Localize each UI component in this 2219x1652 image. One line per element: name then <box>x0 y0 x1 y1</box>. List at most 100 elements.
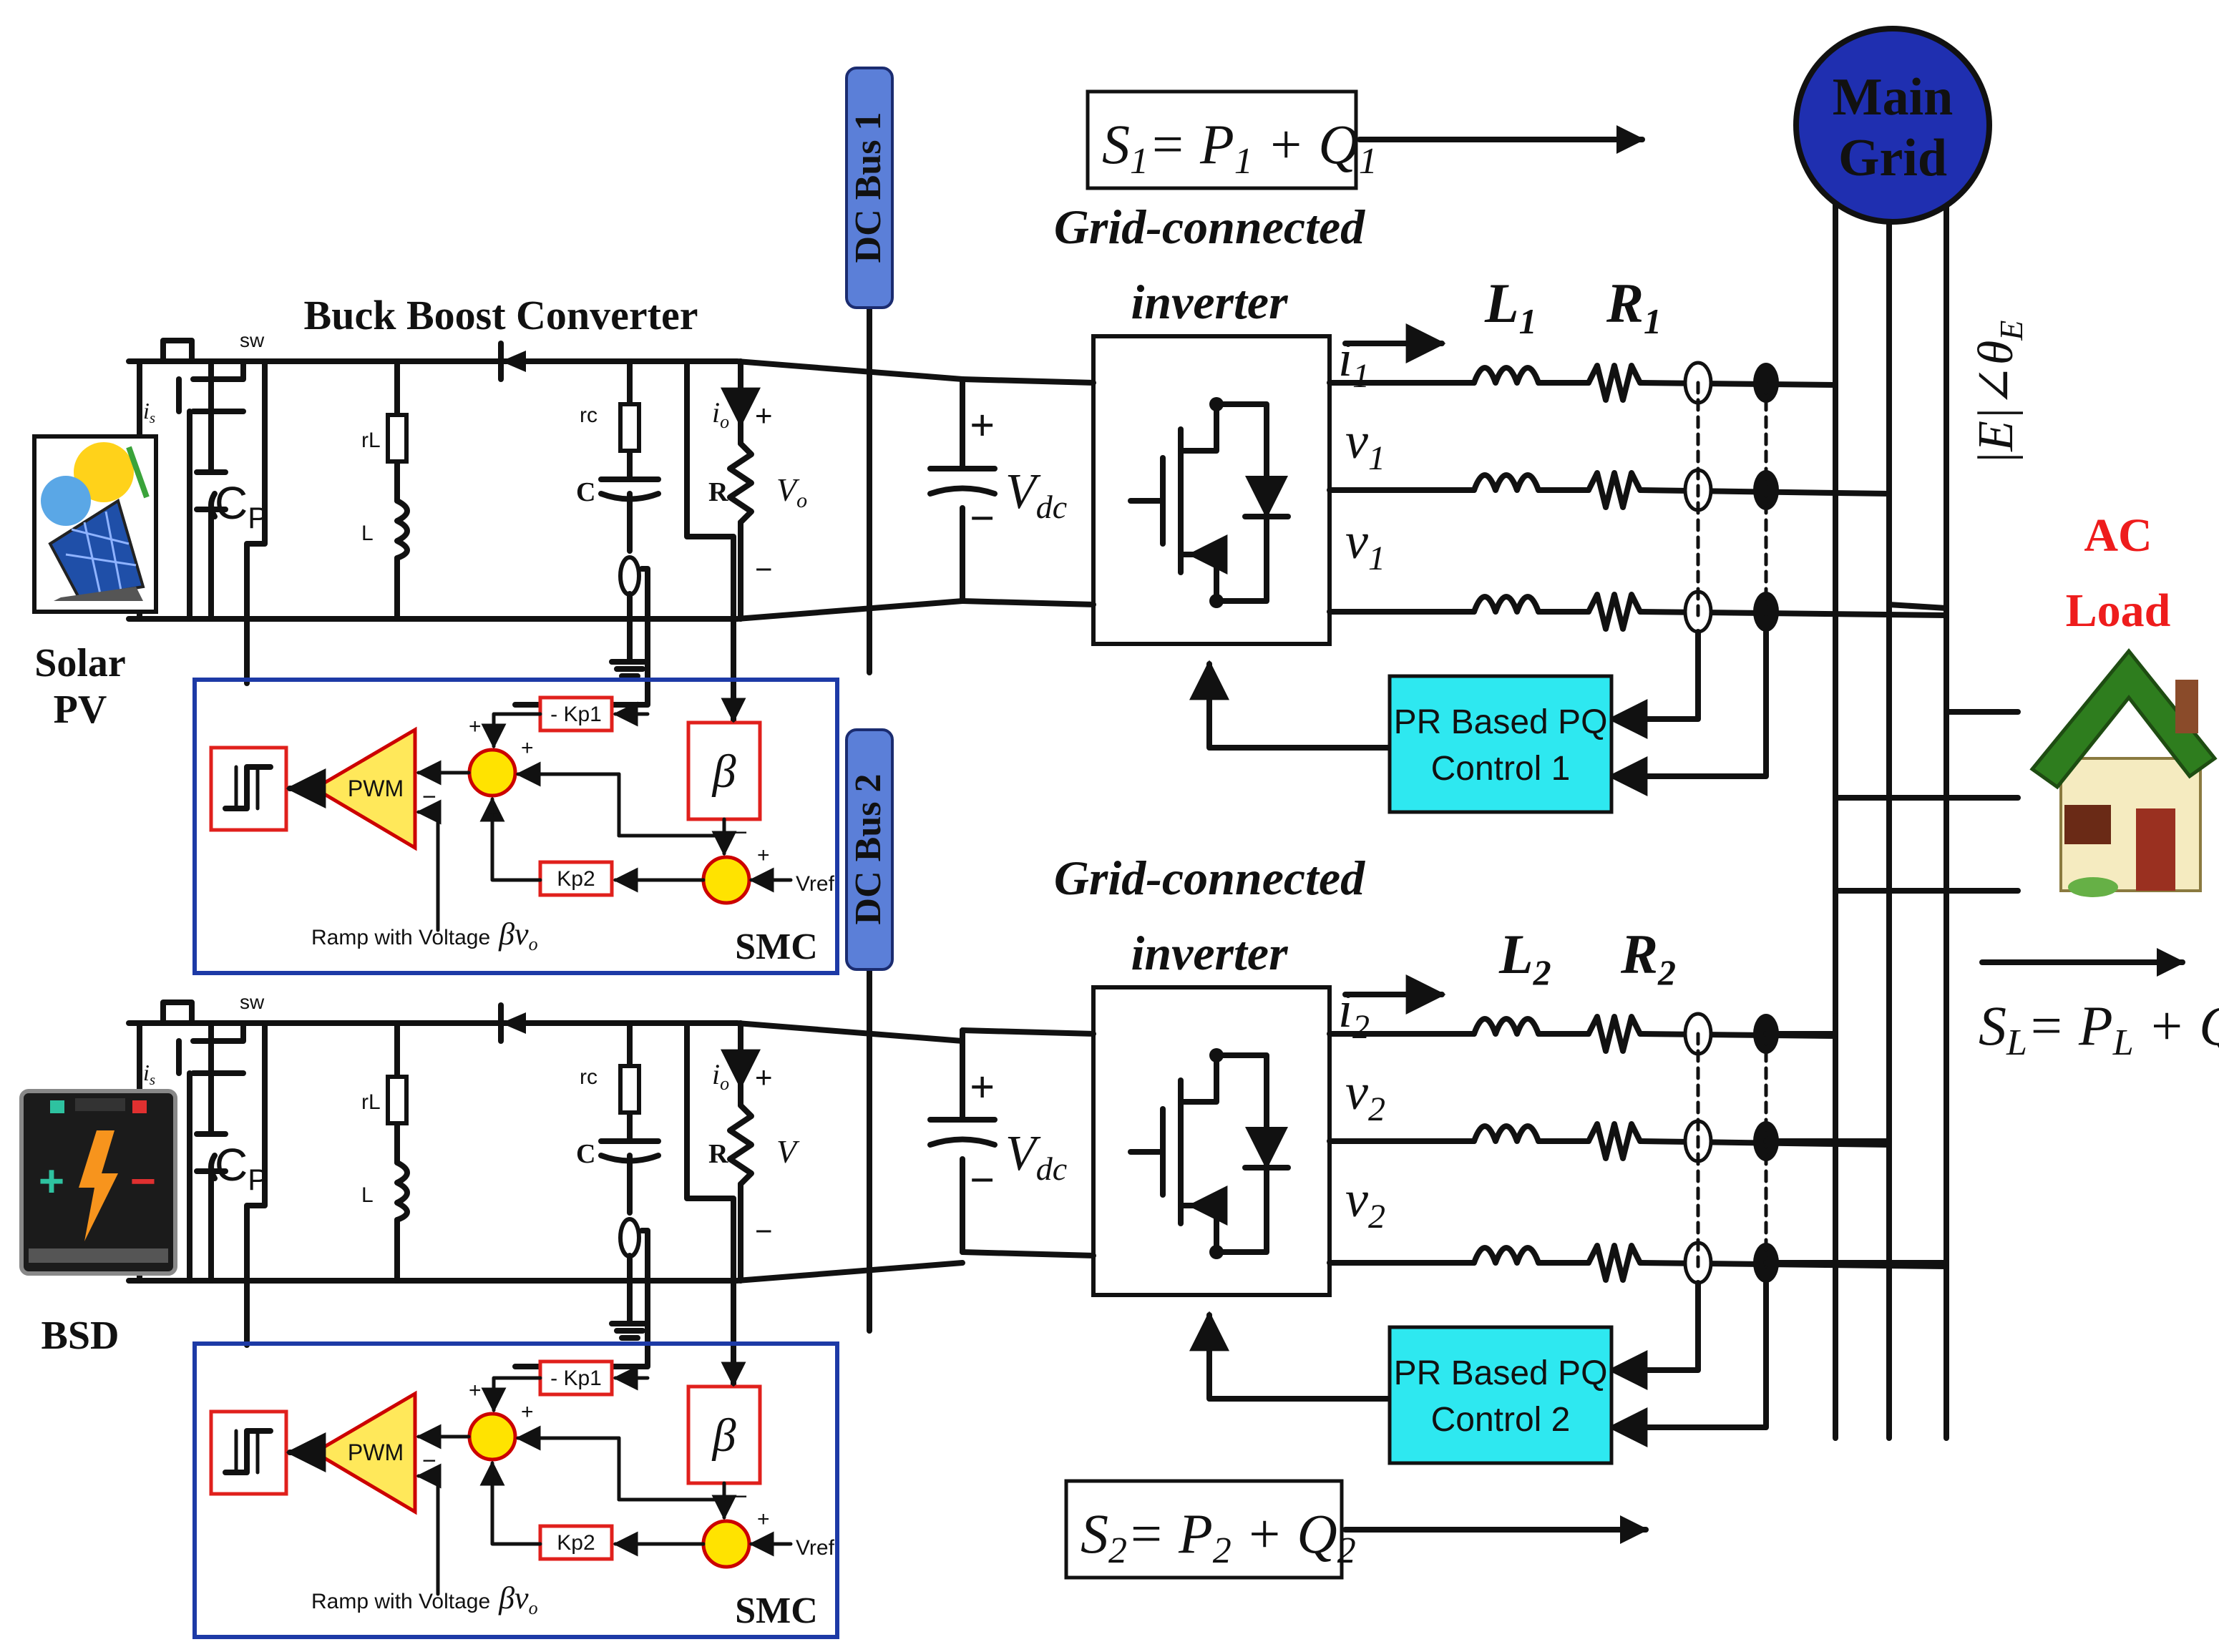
pq-control-2-line1: PR Based PQ <box>1394 1354 1608 1392</box>
bottom-vdc-minus: − <box>970 1156 995 1205</box>
ac-load-line2: Load <box>2066 585 2171 637</box>
buck-boost-title: Buck Boost Converter <box>304 292 698 338</box>
top-kp1-label: - Kp1 <box>550 703 602 726</box>
bottom-rc-label: rc <box>580 1065 598 1089</box>
dc-bus-2-label: DC Bus 2 <box>848 774 889 925</box>
pv-label: PV <box>54 688 107 732</box>
bottom-is-label: is <box>143 1060 155 1088</box>
bottom-l-label: L <box>361 1183 374 1207</box>
top-inverter-subtitle: inverter <box>1131 275 1288 329</box>
bottom-inverter-subtitle: inverter <box>1131 926 1288 980</box>
top-vref-label: Vref <box>796 872 835 896</box>
bottom-beta-label: β <box>711 1409 736 1462</box>
top-vdc-label: Vdc <box>1005 464 1067 525</box>
top-inductor-label: L1 <box>1484 272 1537 341</box>
main-grid <box>1793 26 1992 225</box>
bottom-vdc-label: Vdc <box>1005 1126 1067 1187</box>
load-equation: SL= PL + QL <box>1979 994 2219 1063</box>
grid-voltage-label: |E|∠θE <box>1969 321 2029 465</box>
pq-control-1-line2: Control 1 <box>1431 750 1571 788</box>
s1-equation-box <box>1086 89 1358 190</box>
pq-control-2 <box>1388 1325 1614 1465</box>
bottom-vref-label: Vref <box>796 1536 835 1560</box>
top-r-label: R <box>708 477 728 507</box>
bottom-sum2-plus-b: + <box>757 1507 770 1531</box>
s2-equation: S2= P2 + Q2 <box>1081 1502 1356 1571</box>
bottom-kp2-label: Kp2 <box>557 1531 595 1555</box>
bottom-switch-label: sw <box>240 991 265 1013</box>
bottom-smc-label: SMC <box>735 1590 818 1631</box>
bottom-phase-voltage-1: v2 <box>1345 1063 1385 1128</box>
top-c-label: C <box>576 477 595 507</box>
top-sum1-plus-b: + <box>521 736 534 760</box>
pq-control-1 <box>1388 674 1614 814</box>
top-phase-voltage-2: v1 <box>1345 512 1385 577</box>
top-vdc-plus: + <box>970 401 995 450</box>
bottom-inductor-label: L2 <box>1498 923 1551 992</box>
top-vout-plus: + <box>755 399 773 432</box>
pq-control-1-line1: PR Based PQ <box>1394 703 1608 741</box>
top-inverter-title: Grid-connected <box>1054 200 1365 254</box>
top-vout-minus: − <box>755 552 773 586</box>
solar-label: Solar <box>34 641 126 685</box>
pq-control-2-line2: Control 2 <box>1431 1401 1571 1439</box>
bottom-pwm-label: PWM <box>348 1440 404 1465</box>
top-subsystem: Solar PV Buck Boost Converter DC Bus 1 S… <box>32 67 1946 973</box>
house-icon <box>2029 648 2218 897</box>
bottom-kp1-label: - Kp1 <box>550 1367 602 1390</box>
top-sum1-plus-c: + <box>487 801 499 824</box>
top-pwm-label: PWM <box>348 776 404 801</box>
top-io-label: io <box>712 396 729 432</box>
dc-bus-2 <box>845 728 894 971</box>
ac-load-line1: AC <box>2084 509 2152 562</box>
top-smc-label: SMC <box>735 927 818 967</box>
bottom-subsystem: + − BSD DC Bus 2 Grid-connected inverter… <box>19 728 1946 1637</box>
top-kp2-label: Kp2 <box>557 867 595 891</box>
top-vout-label: Vo <box>776 471 807 512</box>
bottom-vout-minus: − <box>755 1214 773 1248</box>
bottom-rl-label: rL <box>361 1090 381 1114</box>
bottom-pwm-minus: − <box>422 1447 437 1475</box>
bottom-inverter-title: Grid-connected <box>1054 851 1365 905</box>
bottom-sum1-plus-b: + <box>521 1400 534 1424</box>
grid-side: Main Grid |E|∠θE AC Load SL= PL + QL <box>1763 26 2219 1441</box>
top-sum2-plus-b: + <box>757 844 770 867</box>
bottom-r-label: R <box>708 1139 728 1169</box>
top-rl-label: rL <box>361 429 381 452</box>
top-pwm-minus: − <box>422 783 437 811</box>
top-sum1-plus-a: + <box>469 715 482 738</box>
dc-bus-1 <box>845 67 894 309</box>
top-phase-voltage-1: v1 <box>1345 412 1385 477</box>
bottom-cp-label: CP <box>215 1139 268 1196</box>
bottom-vout-plus: + <box>755 1060 773 1094</box>
bottom-c-label: C <box>576 1139 595 1169</box>
battery-icon: + − <box>19 1089 177 1276</box>
bottom-sum1-plus-a: + <box>469 1379 482 1402</box>
dc-bus-1-label: DC Bus 1 <box>848 112 889 263</box>
s1-equation: S1= P1 + Q1 <box>1102 113 1377 182</box>
solar-pv-icon <box>32 434 158 614</box>
bottom-current-label: i2 <box>1338 981 1370 1046</box>
bottom-vout-label: V <box>776 1133 800 1170</box>
top-is-label: is <box>143 398 155 426</box>
top-cp-label: CP <box>215 477 268 534</box>
top-switch-label: sw <box>240 329 265 351</box>
top-rc-label: rc <box>580 404 598 427</box>
bottom-resistor-label: R2 <box>1620 923 1676 992</box>
top-resistor-label: R1 <box>1606 272 1662 341</box>
bottom-sum1-plus-c: + <box>487 1465 499 1488</box>
top-l-label: L <box>361 522 374 545</box>
s2-equation-box <box>1064 1479 1344 1580</box>
bsd-label: BSD <box>42 1314 120 1358</box>
battery-plus: + <box>39 1157 64 1206</box>
main-grid-line1: Main <box>1833 68 1954 127</box>
bottom-phase-voltage-2: v2 <box>1345 1170 1385 1236</box>
top-current-label: i1 <box>1338 330 1370 395</box>
top-sum2-minus-a: − <box>733 819 748 846</box>
bottom-vdc-plus: + <box>970 1063 995 1112</box>
bottom-io-label: io <box>712 1058 729 1094</box>
